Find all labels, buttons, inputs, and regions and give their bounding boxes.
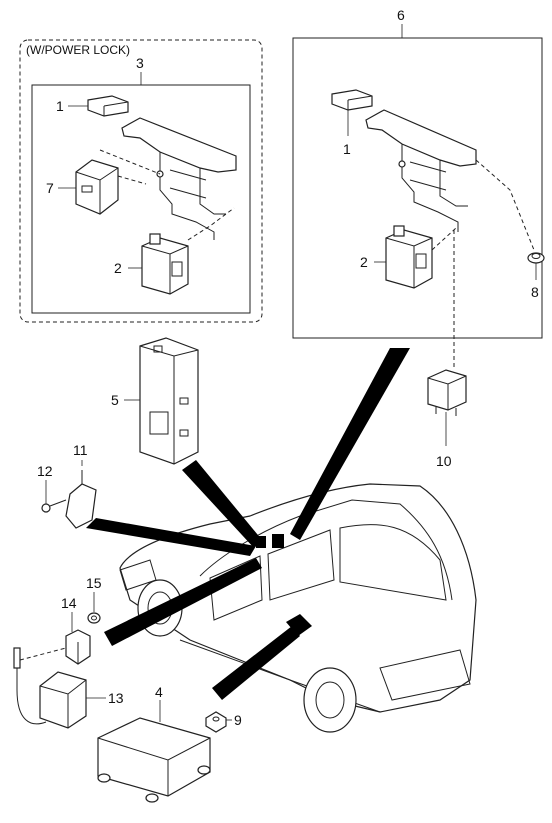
- relay-part-7: [75, 159, 119, 215]
- module-part-2b: [385, 225, 433, 289]
- callout-3: 3: [136, 55, 144, 71]
- bracket-part-11: [65, 470, 97, 529]
- callout-7: 7: [46, 180, 54, 196]
- nut-part-9: [205, 711, 227, 733]
- power-lock-label: (W/POWER LOCK): [26, 43, 130, 57]
- callout-1b: 1: [343, 141, 351, 157]
- relay-part-10: [427, 369, 467, 416]
- assembly-6-group: 6 1 2: [292, 7, 543, 370]
- callout-13: 13: [108, 690, 124, 706]
- receiver-part-13: [39, 671, 87, 729]
- callout-2b: 2: [360, 254, 368, 270]
- airbag-module-part-4: [97, 717, 211, 803]
- connector-part-1a: [87, 95, 129, 117]
- callout-15: 15: [86, 575, 102, 591]
- relay-bracket-b: [365, 109, 477, 232]
- callout-5: 5: [111, 392, 119, 408]
- assembly-6-frame: [292, 37, 543, 339]
- callout-2a: 2: [114, 260, 122, 276]
- location-pointers: [86, 348, 410, 700]
- callout-9: 9: [234, 712, 242, 728]
- clip-part-8: [527, 252, 545, 264]
- sensor-part-14: [65, 629, 91, 665]
- control-unit-part-5: [139, 337, 199, 465]
- relay-bracket-a: [121, 117, 237, 240]
- connector-part-1b: [331, 89, 373, 111]
- callout-11: 11: [73, 442, 88, 458]
- callout-8: 8: [531, 284, 539, 300]
- callout-4: 4: [155, 684, 163, 700]
- callout-14: 14: [61, 595, 77, 611]
- screw-part-12: [41, 499, 67, 513]
- module-part-2a: [141, 233, 189, 295]
- antenna-wire: [13, 647, 67, 725]
- power-lock-group: (W/POWER LOCK) 3 1 7: [19, 39, 263, 323]
- callout-1a: 1: [56, 98, 64, 114]
- callout-12: 12: [37, 463, 53, 479]
- callout-10: 10: [436, 453, 452, 469]
- callout-6: 6: [397, 7, 405, 23]
- nut-part-15: [87, 612, 101, 624]
- power-lock-dashed-frame: [19, 39, 263, 323]
